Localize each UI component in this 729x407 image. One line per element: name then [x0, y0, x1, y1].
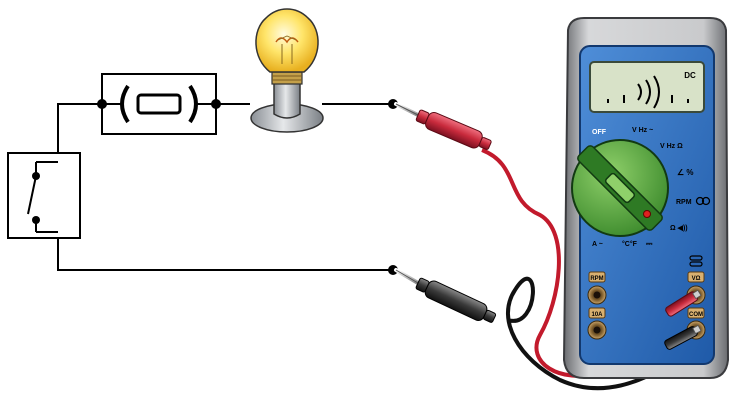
jack-10a[interactable]: 10A — [587, 307, 607, 340]
fuse — [97, 73, 221, 135]
dial-label-dc: ⎓ — [646, 239, 653, 248]
lcd-display — [589, 61, 705, 113]
display-mode-label: DC — [684, 71, 696, 80]
switch — [7, 152, 81, 239]
dial-label-ohm-sound: Ω ◀)) — [670, 225, 688, 232]
dial-label-v-hz-ac: V Hz ~ — [632, 127, 653, 134]
red-plug — [665, 289, 702, 317]
continuity-icon — [695, 196, 711, 206]
black-probe — [394, 268, 497, 323]
test-point-bottom — [388, 265, 398, 275]
fuse-warning-icon — [689, 255, 703, 267]
black-plug — [664, 324, 702, 350]
dial-label-temp: °C°F — [622, 240, 638, 248]
test-point-top — [388, 99, 398, 109]
black-probe-cable — [505, 276, 687, 391]
dial-label-rpm: RPM — [676, 199, 692, 206]
circuit-wires — [57, 103, 392, 271]
svg-text:VΩ: VΩ — [692, 276, 701, 282]
rotary-dial[interactable] — [571, 139, 669, 237]
dial-label-v-hz-ohm: V Hz Ω — [660, 143, 683, 150]
svg-text:10A: 10A — [591, 312, 603, 318]
red-probe — [394, 102, 492, 150]
dial-label-amp-ac: A ~ — [592, 241, 603, 248]
svg-text:COM: COM — [689, 312, 703, 318]
svg-text:RPM: RPM — [590, 276, 603, 282]
lcd-reading-graphic — [607, 75, 689, 109]
dial-label-angle-pct: ∠ % — [677, 168, 694, 177]
light-bulb — [250, 8, 324, 133]
multimeter: DC OFF V Hz ~ V Hz Ω ∠ % RPM Ω ◀)) A ~ °… — [562, 17, 729, 379]
jack-rpm[interactable]: RPM — [587, 271, 607, 305]
dial-pointer — [643, 210, 651, 218]
dial-label-off: OFF — [592, 129, 607, 136]
